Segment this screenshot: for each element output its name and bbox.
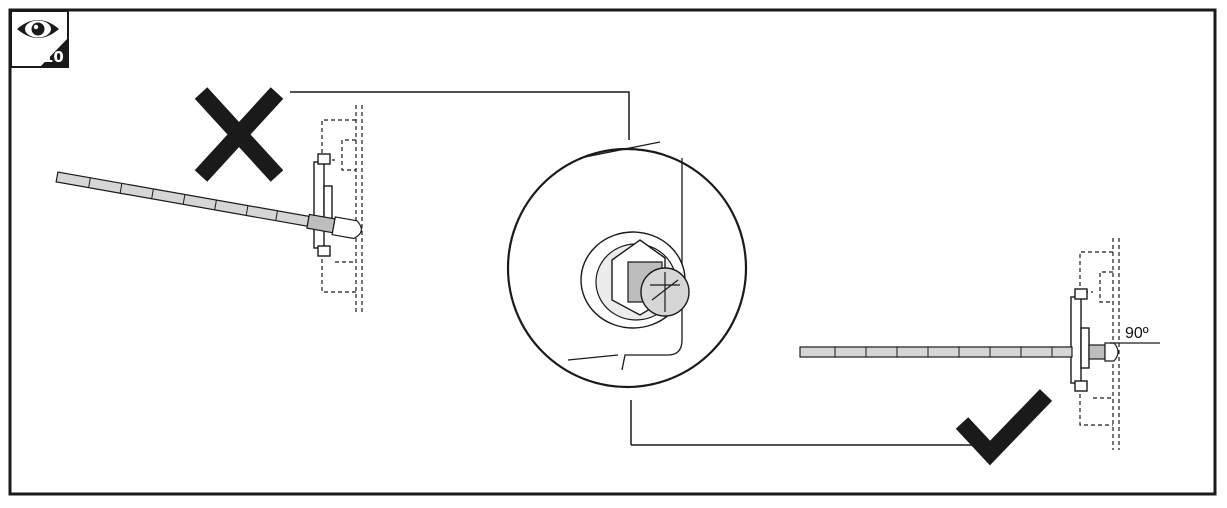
diagram-frame <box>8 8 1217 496</box>
step-badge: 10 <box>10 10 69 68</box>
wrong-bracket <box>313 153 333 257</box>
cross-mark-icon <box>194 87 284 182</box>
wrong-rod <box>55 171 362 240</box>
eye-icon <box>17 20 59 38</box>
step-number: 10 <box>43 48 64 66</box>
check-mark-icon <box>955 389 1053 466</box>
wrong-leader-line <box>290 91 630 140</box>
magnified-connector-detail <box>506 141 975 446</box>
correct-rod <box>799 342 1119 362</box>
angle-label: 90º <box>1125 325 1149 342</box>
correct-bracket <box>1070 288 1090 392</box>
wrong-example <box>55 87 630 312</box>
correct-example: 90º <box>799 238 1160 466</box>
